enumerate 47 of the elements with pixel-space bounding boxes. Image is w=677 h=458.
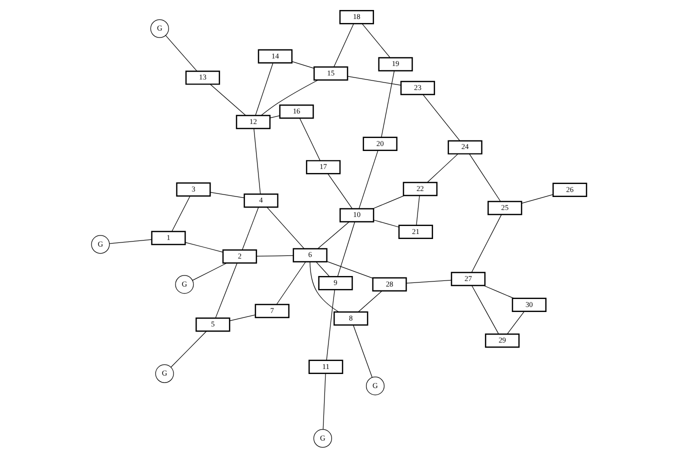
connector: [372, 220, 399, 228]
connector: [326, 261, 373, 278]
connector: [276, 262, 306, 305]
connector: [422, 94, 460, 142]
connector: [266, 207, 304, 249]
connector: [336, 222, 355, 277]
connector: [214, 262, 237, 318]
connector: [256, 255, 294, 256]
connector: [380, 70, 394, 138]
connector: [471, 285, 498, 334]
connector: [291, 61, 314, 69]
connector: [482, 285, 514, 299]
connector: [358, 150, 378, 209]
connector: [468, 154, 500, 202]
connector: [352, 324, 372, 378]
connector: [170, 330, 206, 368]
connector: [470, 214, 502, 273]
connector: [228, 314, 256, 322]
connector: [327, 174, 352, 209]
connector: [326, 289, 334, 361]
connector: [358, 290, 382, 312]
connector: [315, 262, 330, 277]
connector: [184, 242, 223, 252]
connector: [253, 128, 260, 194]
connector: [416, 195, 420, 226]
connector: [269, 115, 280, 118]
connector: [108, 239, 152, 244]
connector: [406, 280, 452, 284]
connector: [298, 118, 320, 161]
connector: [506, 311, 524, 334]
connector: [309, 262, 338, 312]
connector: [254, 62, 273, 116]
connector: [171, 196, 190, 232]
connector: [317, 222, 349, 249]
connector: [260, 80, 318, 116]
connector: [164, 35, 197, 72]
connector: [192, 262, 227, 281]
connector: [241, 206, 258, 250]
connector: [322, 373, 326, 430]
connector: [520, 194, 553, 204]
connector: [209, 84, 246, 116]
connector: [346, 76, 401, 86]
connector: [372, 195, 404, 210]
connector: [426, 154, 458, 183]
connector: [210, 192, 244, 198]
connector: [361, 23, 390, 58]
connector: [333, 23, 354, 68]
